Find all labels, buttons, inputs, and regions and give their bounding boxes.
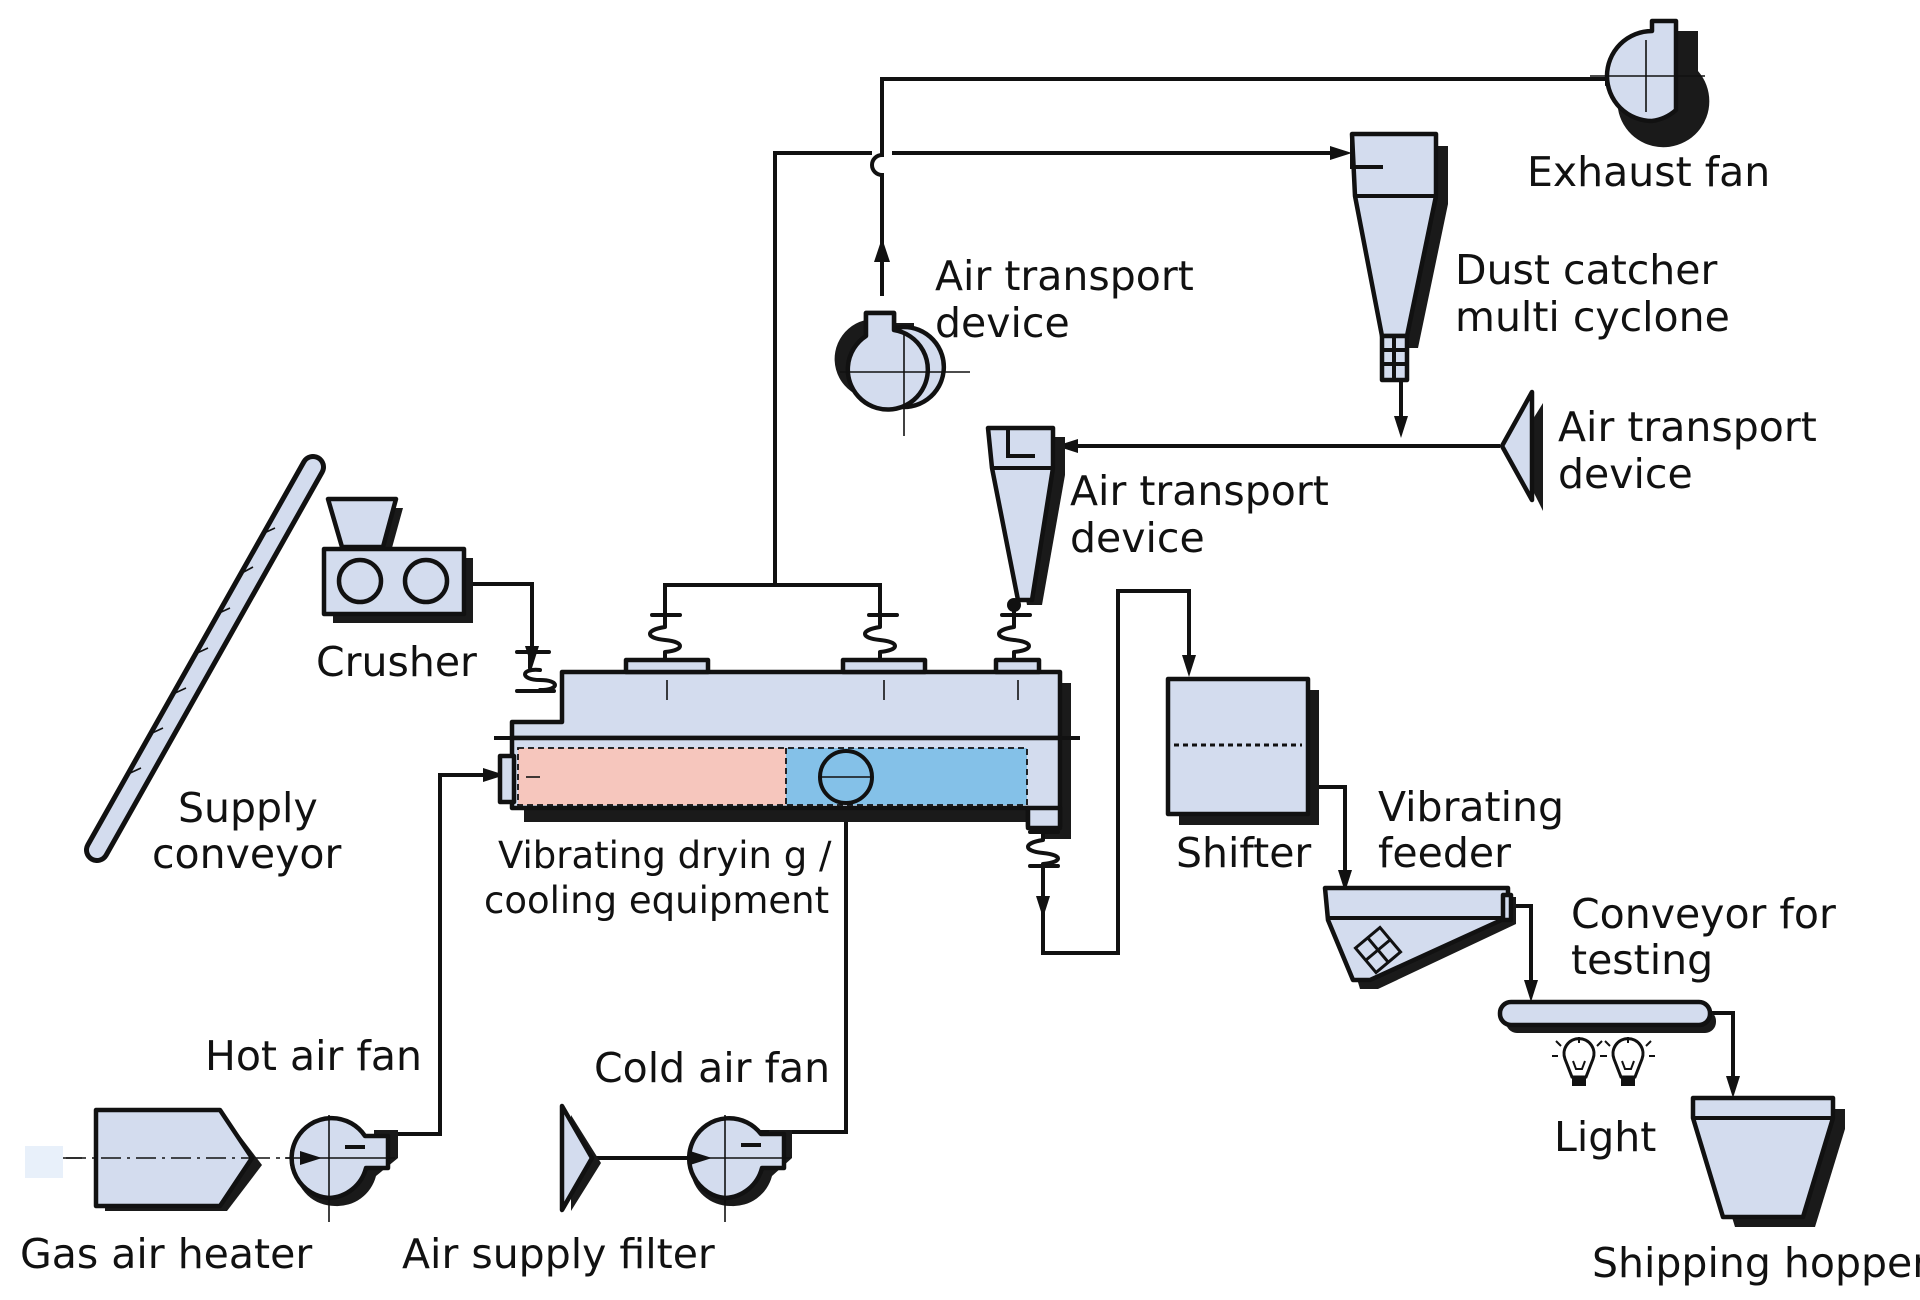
cold-air-fan-label: Cold air fan: [594, 1044, 830, 1092]
dust-catcher-label-line1: Dust catcher: [1455, 246, 1718, 294]
supply-conveyor-label-line2: conveyor: [152, 830, 341, 878]
air-transport-mid-label-line1: Air transport: [1070, 467, 1329, 515]
exhaust-fan: [1590, 18, 1710, 148]
dryer-label-line1: Vibrating dryin g /: [498, 834, 832, 877]
dryer-label-line2: cooling equipment: [484, 879, 829, 922]
gas-air-heater-label: Gas air heater: [20, 1230, 312, 1278]
supply-conveyor: [84, 454, 326, 863]
air-transport-top-label-line2: device: [935, 299, 1070, 347]
light-label: Light: [1554, 1113, 1656, 1161]
dust-catcher-label-line2: multi cyclone: [1455, 293, 1730, 341]
air-supply-filter-label: Air supply filter: [402, 1230, 715, 1278]
hot-air-fan: [285, 1115, 398, 1222]
air-supply-filter: [559, 1103, 601, 1213]
cold-air-fan: [680, 1115, 792, 1222]
air-transport-fan-top: [834, 310, 970, 436]
crusher-label: Crusher: [316, 638, 477, 686]
hot-air-fan-label: Hot air fan: [205, 1032, 422, 1080]
conveyor-testing-label-line1: Conveyor for: [1571, 890, 1836, 938]
light-icon: [1552, 1037, 1655, 1086]
crusher: [321, 496, 473, 623]
dust-catcher-multi-cyclone: [1349, 131, 1448, 383]
shifter-label: Shifter: [1176, 829, 1311, 877]
air-transport-mid-label-line2: device: [1070, 514, 1205, 562]
vibrating-dryer-cooler: [494, 610, 1080, 868]
air-transport-top-label-line1: Air transport: [935, 252, 1194, 300]
conveyor-for-testing: [1497, 999, 1716, 1033]
vibrating-feeder-label-line1: Vibrating: [1378, 783, 1564, 831]
shipping-hopper-label: Shipping hopper: [1592, 1239, 1920, 1287]
air-transport-right-label-line1: Air transport: [1558, 403, 1817, 451]
gas-air-heater: [25, 1107, 262, 1211]
air-transport-right-label-line2: device: [1558, 450, 1693, 498]
air-transport-device-right: [1499, 389, 1543, 511]
piping: [60, 72, 1740, 1166]
shifter: [1165, 676, 1319, 825]
exhaust-fan-label: Exhaust fan: [1527, 148, 1770, 196]
supply-conveyor-label-line1: Supply: [178, 784, 318, 832]
shipping-hopper: [1690, 1095, 1845, 1227]
air-transport-cyclone-mid: [985, 425, 1065, 612]
vibrating-feeder-label-line2: feeder: [1378, 829, 1511, 877]
conveyor-testing-label-line2: testing: [1571, 936, 1713, 984]
labels: Exhaust fan Dust catcher multi cyclone A…: [20, 148, 1920, 1287]
vibrating-feeder: [1322, 885, 1516, 989]
